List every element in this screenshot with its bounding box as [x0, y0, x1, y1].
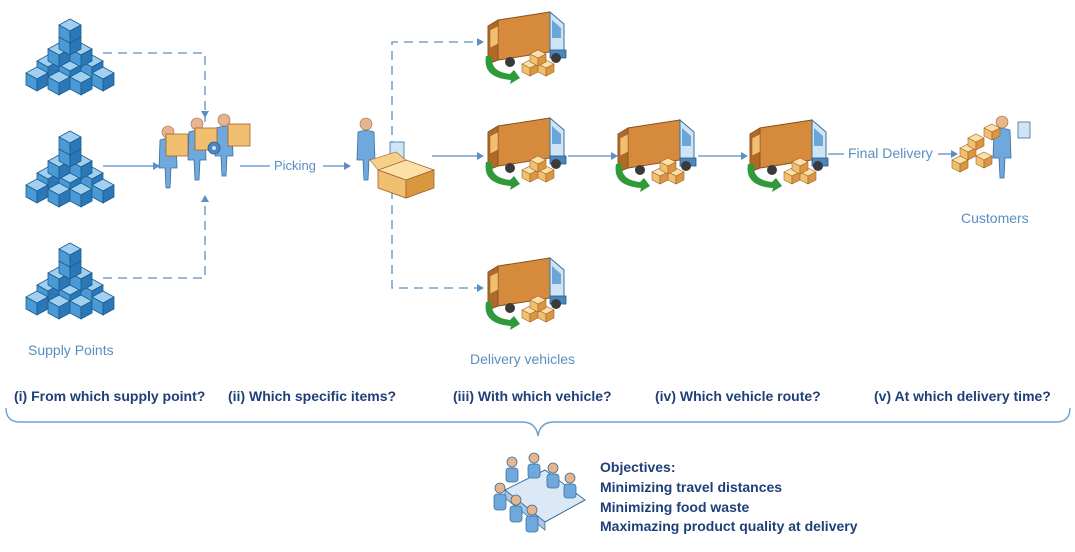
delivery-truck-icon	[748, 120, 828, 192]
question-specific-items: (ii) Which specific items?	[228, 388, 397, 404]
supply-points-label: Supply Points	[28, 342, 114, 358]
route-connectors	[432, 150, 958, 160]
cube-stack-icon	[26, 243, 114, 319]
meeting-team-icon	[493, 452, 586, 533]
objective-item: Minimizing food waste	[600, 499, 750, 515]
final-delivery-label: Final Delivery	[848, 145, 933, 161]
objective-item: Maximazing product quality at delivery	[600, 518, 858, 534]
cube-stack-icon	[26, 19, 114, 95]
question-vehicle-route: (iv) Which vehicle route?	[655, 388, 821, 404]
supply-connectors	[103, 52, 206, 279]
delivery-truck-icon	[486, 258, 566, 330]
delivery-truck-icon	[486, 12, 566, 84]
question-delivery-time: (v) At which delivery time?	[874, 388, 1051, 404]
picker-with-box-icon	[356, 117, 436, 199]
question-supply-point: (i) From which supply point?	[14, 388, 206, 404]
picking-label: Picking	[274, 158, 316, 173]
delivery-vehicles-label: Delivery vehicles	[470, 351, 576, 367]
question-vehicle: (iii) With which vehicle?	[453, 388, 612, 404]
customer-icon	[951, 115, 1031, 179]
delivery-truck-icon	[486, 118, 566, 190]
objectives-title: Objectives:	[600, 459, 676, 475]
grouping-brace	[5, 407, 1071, 437]
objective-item: Minimizing travel distances	[600, 479, 783, 495]
vehicle-connectors	[391, 41, 478, 289]
cube-stack-icon	[26, 131, 114, 207]
delivery-truck-icon	[616, 120, 696, 192]
customers-label: Customers	[961, 210, 1029, 226]
picking-connector	[240, 162, 351, 170]
workers-with-boxes-icon	[158, 113, 251, 189]
